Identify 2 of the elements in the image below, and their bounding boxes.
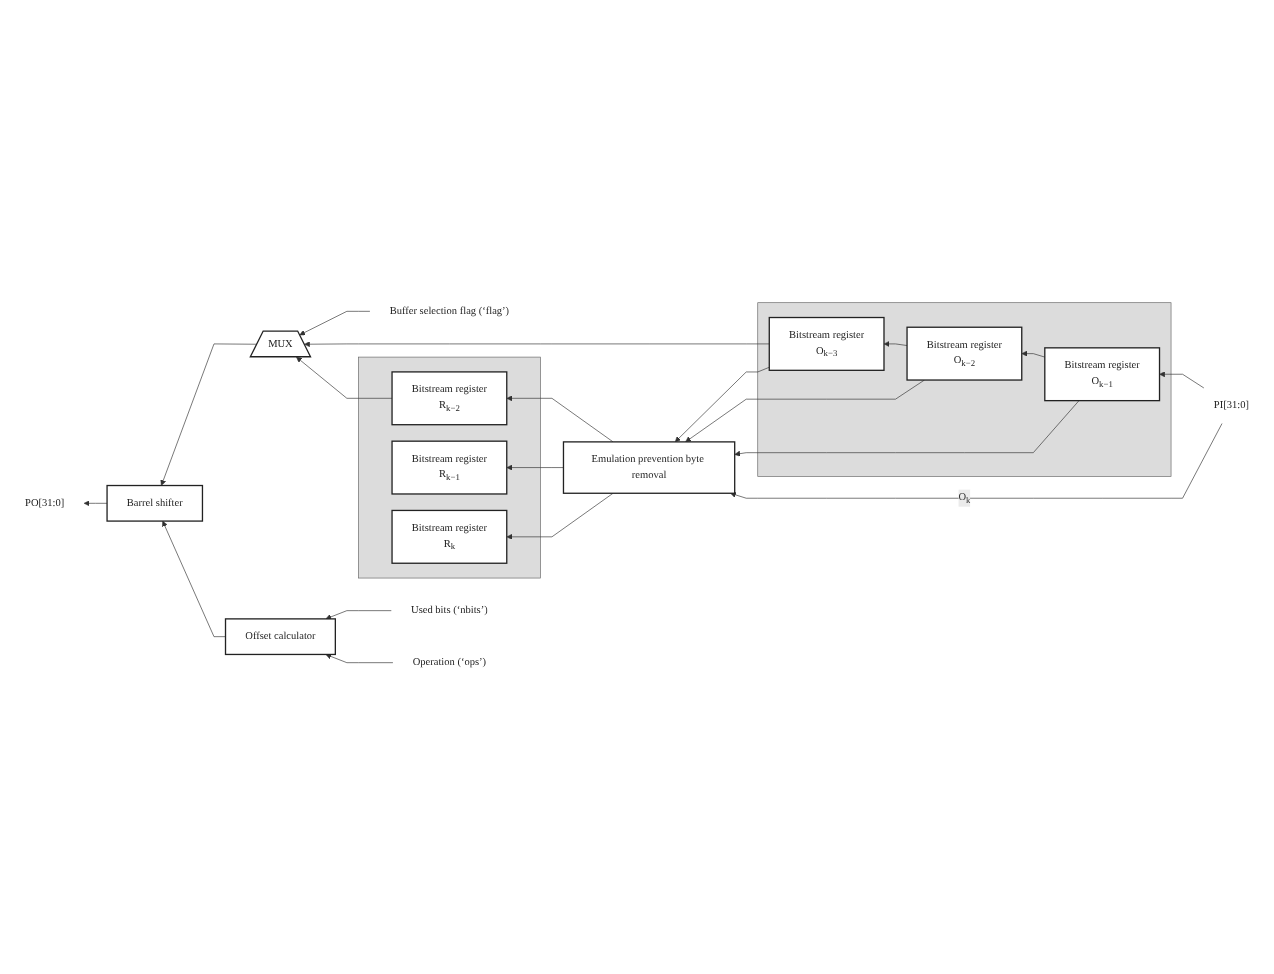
cluster [757,302,1172,477]
cluster [358,356,541,579]
